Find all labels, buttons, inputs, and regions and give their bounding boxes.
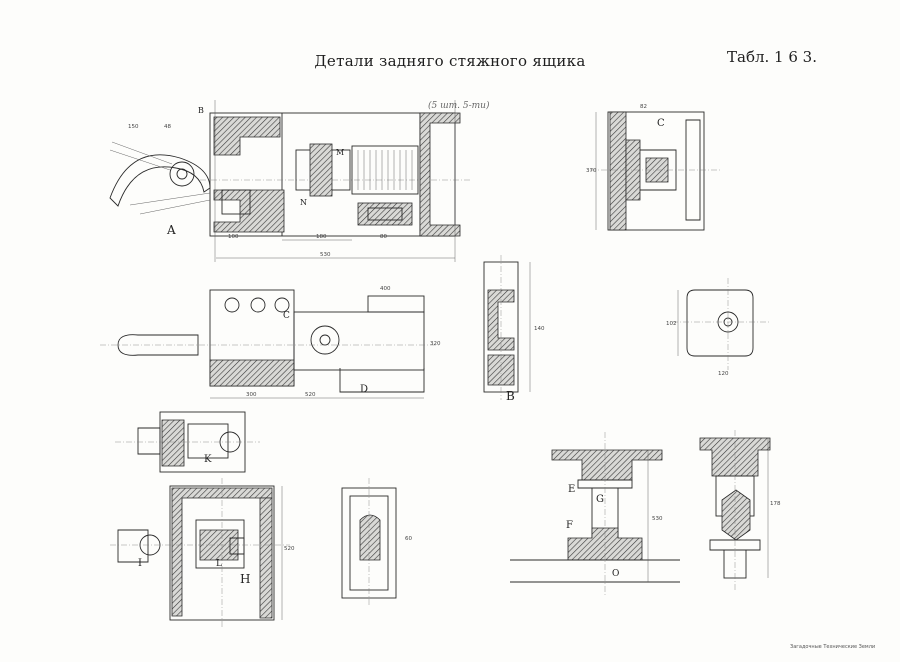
label-k: K — [204, 454, 212, 465]
dim-small-e: 120 — [718, 371, 729, 377]
dim-mid-left: 300 — [246, 392, 257, 398]
dim-b-height: 140 — [534, 326, 545, 332]
label-o: O — [612, 569, 619, 579]
label-b: B — [506, 389, 515, 403]
label-f: F — [566, 520, 573, 531]
footer-stamp: Загадочные Технические Земли — [790, 644, 876, 650]
view-h-assembly: 520 H I L — [110, 478, 295, 628]
view-plate-right: 102 120 — [666, 278, 770, 377]
view-efg-section: 530 E F G O — [510, 432, 680, 596]
table-number: Табл. 1 6 3. — [727, 48, 817, 66]
view-plan-middle: 520 300 400 320 C D — [100, 286, 441, 399]
handwritten-note: (5 шт. 5-ти) — [428, 100, 490, 111]
label-g: G — [596, 494, 604, 505]
sheet-title: Детали задняго стяжного ящика — [314, 52, 586, 70]
dim-top-left-block: 100 — [228, 234, 239, 240]
dim-d-height: 178 — [770, 501, 781, 507]
label-e: E — [568, 484, 575, 495]
dim-top-overall: 530 — [320, 252, 331, 258]
dim-h-height: 520 — [284, 546, 295, 552]
dim-small-c: 82 — [640, 104, 647, 110]
dim-small-b: 48 — [164, 124, 171, 130]
label-c: C — [657, 118, 665, 129]
dim-top-right-gap: 80 — [380, 234, 387, 240]
dim-c-height: 370 — [586, 168, 597, 174]
label-b-top: B — [198, 106, 204, 115]
dim-mid-overall: 520 — [305, 392, 316, 398]
dim-small-a: 150 — [128, 124, 139, 130]
label-a: A — [166, 223, 176, 237]
view-a-assembly: 530 180 100 80 150 48 A B M N — [109, 100, 470, 262]
label-n: N — [300, 198, 307, 207]
view-k-section: K — [115, 411, 260, 473]
label-c-mid: C — [283, 311, 290, 321]
label-h: H — [240, 572, 250, 586]
view-b-section: 140 B — [483, 255, 545, 403]
dim-top-mid: 180 — [316, 234, 327, 240]
label-d-mid: D — [360, 384, 368, 395]
view-c-section: 370 C 82 — [586, 104, 720, 231]
label-i: I — [138, 558, 142, 569]
dim-mid-right: 400 — [380, 286, 391, 292]
dim-g-section: 530 — [652, 516, 663, 522]
label-l: L — [216, 559, 222, 569]
dim-small-f: 60 — [405, 536, 412, 542]
label-m: M — [336, 148, 344, 157]
dim-small-d: 102 — [666, 321, 677, 327]
view-d-section: 178 — [699, 430, 781, 590]
dim-mid-height: 320 — [430, 341, 441, 347]
view-bracket-bottom: 60 — [341, 478, 412, 606]
